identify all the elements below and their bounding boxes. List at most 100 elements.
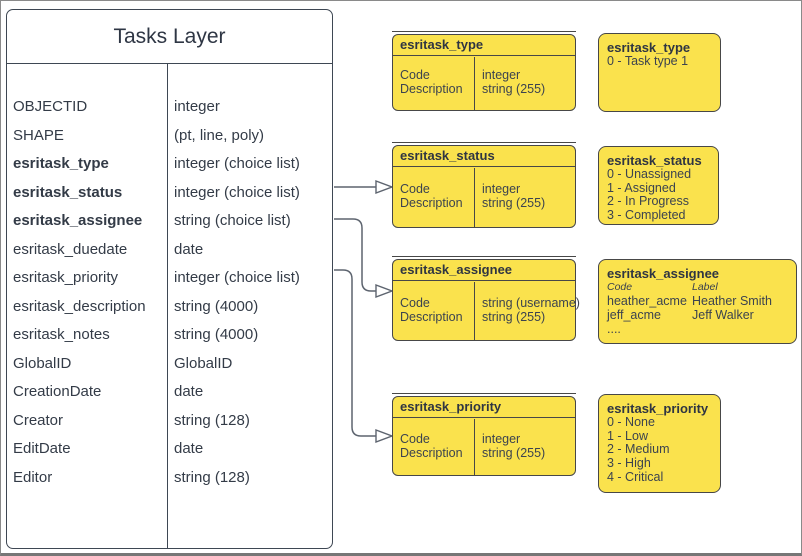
schema-title: esritask_status	[393, 146, 575, 167]
arrowhead-icon	[375, 179, 394, 195]
field-type: date	[174, 383, 204, 400]
values-title: esritask_priority	[607, 401, 709, 416]
schema-field: Code	[400, 295, 430, 310]
schema-node-esritask-assignee[interactable]: esritask_assignee Code Description strin…	[392, 256, 580, 341]
value-item: 0 - Unassigned	[607, 167, 692, 181]
value-item: 1 - Low	[607, 428, 648, 443]
field-type: string (choice list)	[174, 212, 291, 229]
field-name: esritask_duedate	[13, 240, 128, 258]
schema-title: esritask_priority	[393, 397, 575, 418]
value-item: 1 - Assigned	[607, 180, 676, 195]
values-node-esritask-type[interactable]: esritask_type 0 - Task type 1	[598, 33, 721, 112]
schema-column-divider	[474, 418, 475, 475]
schema-field: Code	[400, 182, 430, 197]
field-name: GlobalID	[13, 354, 72, 372]
value-item: 0 - Task type 1	[607, 54, 689, 68]
field-row: SHAPE (pt, line, poly)	[7, 122, 332, 151]
field-row: esritask_duedate date	[7, 236, 332, 265]
schema-type: string (255)	[482, 196, 546, 211]
arrowhead-icon	[375, 428, 394, 444]
values-title: esritask_assignee	[607, 266, 720, 281]
schema-type: integer	[482, 68, 521, 83]
field-name: esritask_notes	[13, 326, 110, 343]
schema-field: Code	[400, 68, 430, 83]
values-node-esritask-assignee[interactable]: esritask_assignee Code Label heather_acm…	[598, 259, 797, 344]
value-code: heather_acme	[607, 294, 687, 308]
field-name: CreationDate	[13, 383, 102, 400]
field-type: integer (choice list)	[174, 269, 300, 286]
value-item: 2 - In Progress	[607, 194, 689, 209]
value-item: 3 - High	[607, 456, 651, 471]
field-name: esritask_type	[13, 155, 109, 172]
connector-priority	[334, 269, 376, 437]
tasks-layer-title: Tasks Layer	[113, 24, 226, 48]
value-item: 4 - Critical	[607, 469, 664, 484]
arrowhead-icon	[375, 283, 394, 299]
schema-body: Code Description integer string (255)	[393, 56, 575, 110]
schema-body: Code Description string (username) strin…	[393, 281, 580, 340]
schema-node-esritask-type[interactable]: esritask_type Code Description integer s…	[392, 31, 576, 111]
schema-type: integer	[482, 182, 521, 197]
schema-field: Code	[400, 431, 430, 446]
schema-node-esritask-status[interactable]: esritask_status Code Description integer…	[392, 142, 576, 228]
field-row: esritask_notes string (4000)	[7, 321, 332, 350]
values-ellipsis: ....	[607, 322, 621, 336]
field-row: esritask_status integer (choice list)	[7, 179, 332, 208]
field-row: OBJECTID integer	[7, 93, 332, 122]
field-type: integer (choice list)	[174, 155, 300, 172]
field-type: string (128)	[174, 411, 250, 429]
schema-column-divider	[474, 281, 475, 340]
values-col-header: Label	[692, 281, 718, 293]
value-item: 0 - None	[607, 415, 655, 429]
connector-assignee	[334, 218, 376, 292]
value-label: Heather Smith	[692, 294, 772, 308]
value-item: 3 - Completed	[607, 208, 686, 223]
schema-field: Description	[400, 196, 463, 211]
schema-type: integer	[482, 431, 521, 446]
field-row: CreationDate date	[7, 378, 332, 407]
field-type: date	[174, 240, 204, 258]
field-type: integer (choice list)	[174, 183, 300, 201]
field-name: SHAPE	[13, 126, 64, 144]
schema-field: Description	[400, 82, 463, 97]
value-code: jeff_acme	[607, 308, 661, 322]
schema-body: Code Description integer string (255)	[393, 167, 575, 227]
field-list: OBJECTID integer SHAPE (pt, line, poly) es…	[7, 64, 332, 492]
field-name: Creator	[13, 411, 64, 429]
field-type: string (4000)	[174, 326, 259, 343]
field-row: esritask_assignee string (choice list)	[7, 207, 332, 236]
field-type: integer	[174, 98, 220, 115]
field-name: esritask_assignee	[13, 212, 143, 229]
field-type: string (128)	[174, 468, 250, 486]
schema-node-esritask-priority[interactable]: esritask_priority Code Description integ…	[392, 393, 576, 476]
field-row: esritask_priority integer (choice list)	[7, 264, 332, 293]
schema-type: string (username)	[482, 295, 580, 310]
field-name: EditDate	[13, 440, 71, 457]
values-title: esritask_type	[607, 40, 691, 55]
schema-field: Description	[400, 309, 463, 324]
values-node-esritask-priority[interactable]: esritask_priority 0 - None 1 - Low 2 - M…	[598, 394, 721, 493]
field-type: string (4000)	[174, 297, 259, 315]
field-type: GlobalID	[174, 354, 233, 372]
schema-title: esritask_assignee	[393, 260, 575, 281]
values-col-header: Code	[607, 281, 633, 293]
field-type: (pt, line, poly)	[174, 126, 265, 144]
field-name: OBJECTID	[13, 98, 88, 115]
column-divider	[167, 64, 168, 548]
schema-type: string (255)	[482, 309, 546, 324]
values-node-esritask-status[interactable]: esritask_status 0 - Unassigned 1 - Assig…	[598, 146, 719, 225]
schema-field: Description	[400, 445, 463, 460]
field-name: esritask_priority	[13, 269, 119, 286]
field-name: esritask_status	[13, 183, 123, 201]
field-row: Creator string (128)	[7, 407, 332, 436]
field-row: GlobalID GlobalID	[7, 350, 332, 379]
values-title: esritask_status	[607, 153, 702, 168]
schema-type: string (255)	[482, 82, 546, 97]
tasks-layer-node[interactable]: Tasks Layer OBJECTID integer SHAPE (pt, li…	[6, 9, 333, 549]
field-row: esritask_type integer (choice list)	[7, 150, 332, 179]
tasks-layer-header: Tasks Layer	[7, 10, 332, 64]
